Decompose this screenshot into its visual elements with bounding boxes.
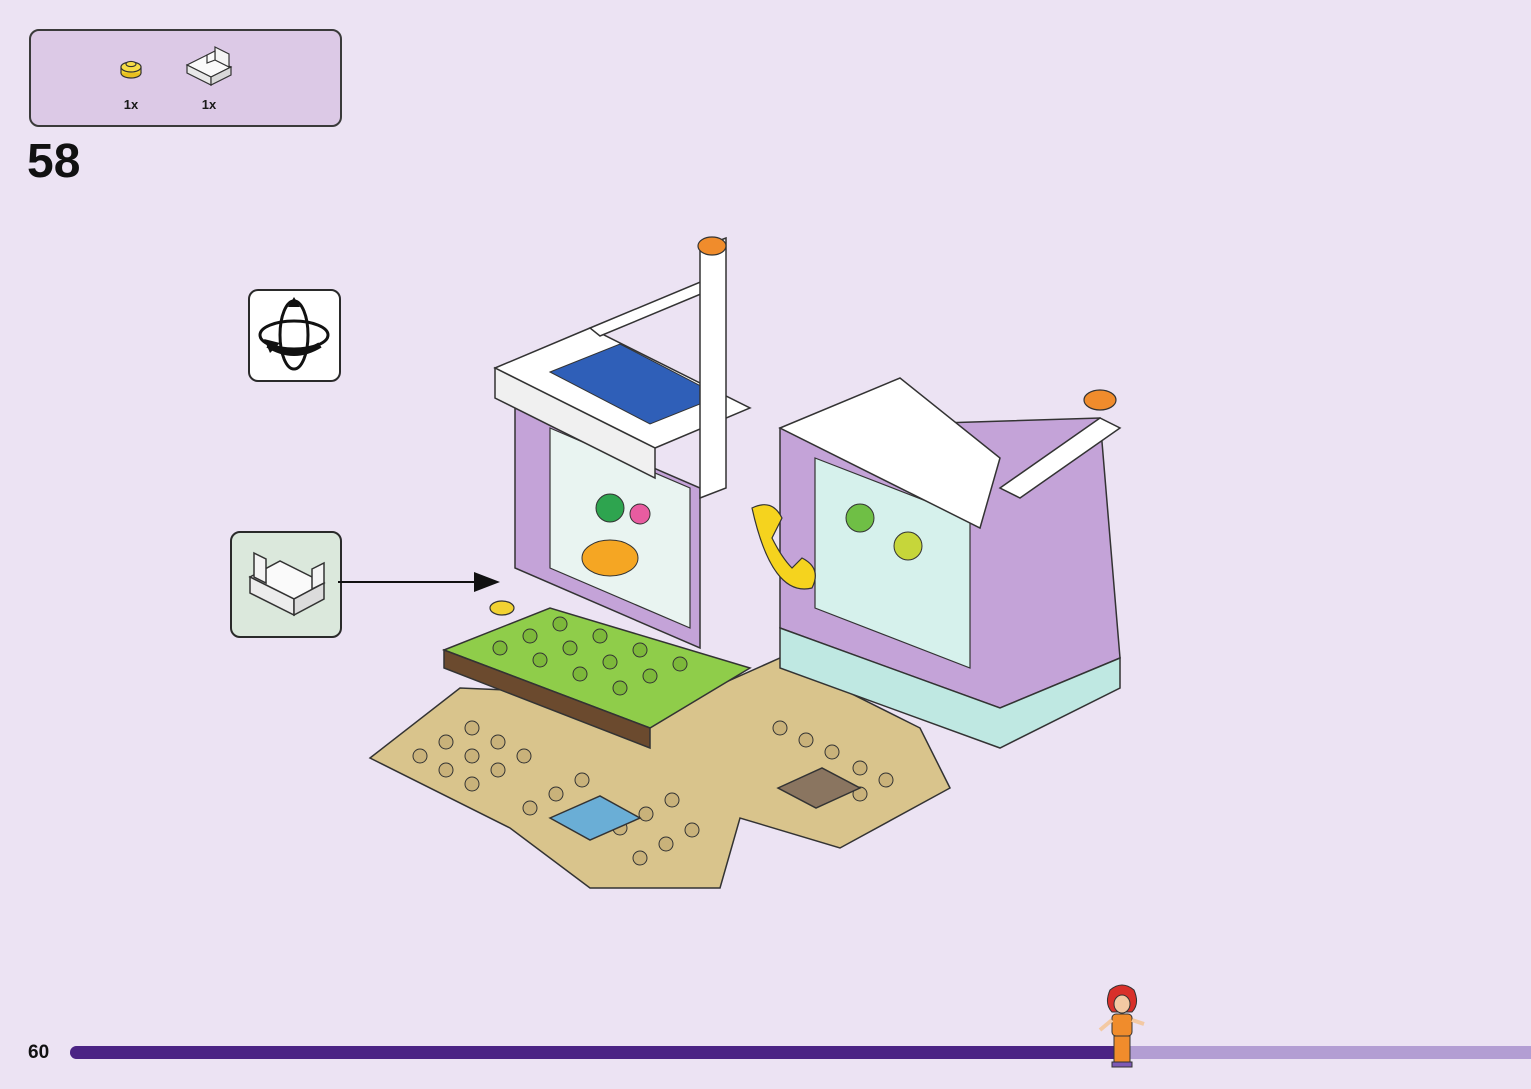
part-quantity: 1x — [101, 97, 161, 112]
page-number: 60 — [28, 1042, 49, 1064]
lego-house-model-illustration — [360, 228, 1130, 908]
rotate-callout — [248, 289, 341, 382]
progress-bar-fill — [70, 1046, 1122, 1059]
subassembly-callout — [230, 531, 342, 638]
part-quantity: 1x — [179, 97, 239, 112]
rotate-model-icon — [250, 291, 339, 380]
mascot-figure — [1092, 982, 1152, 1072]
part-item: 1x — [179, 43, 239, 123]
step-number: 58 — [27, 134, 80, 189]
yellow-round-plate-icon — [111, 43, 151, 83]
parts-list: 1x 1x — [29, 29, 342, 127]
white-corner-brick-icon — [181, 43, 237, 87]
white-corner-brick-icon — [232, 533, 340, 636]
part-item: 1x — [101, 43, 161, 123]
progress-bar — [70, 1046, 1531, 1059]
